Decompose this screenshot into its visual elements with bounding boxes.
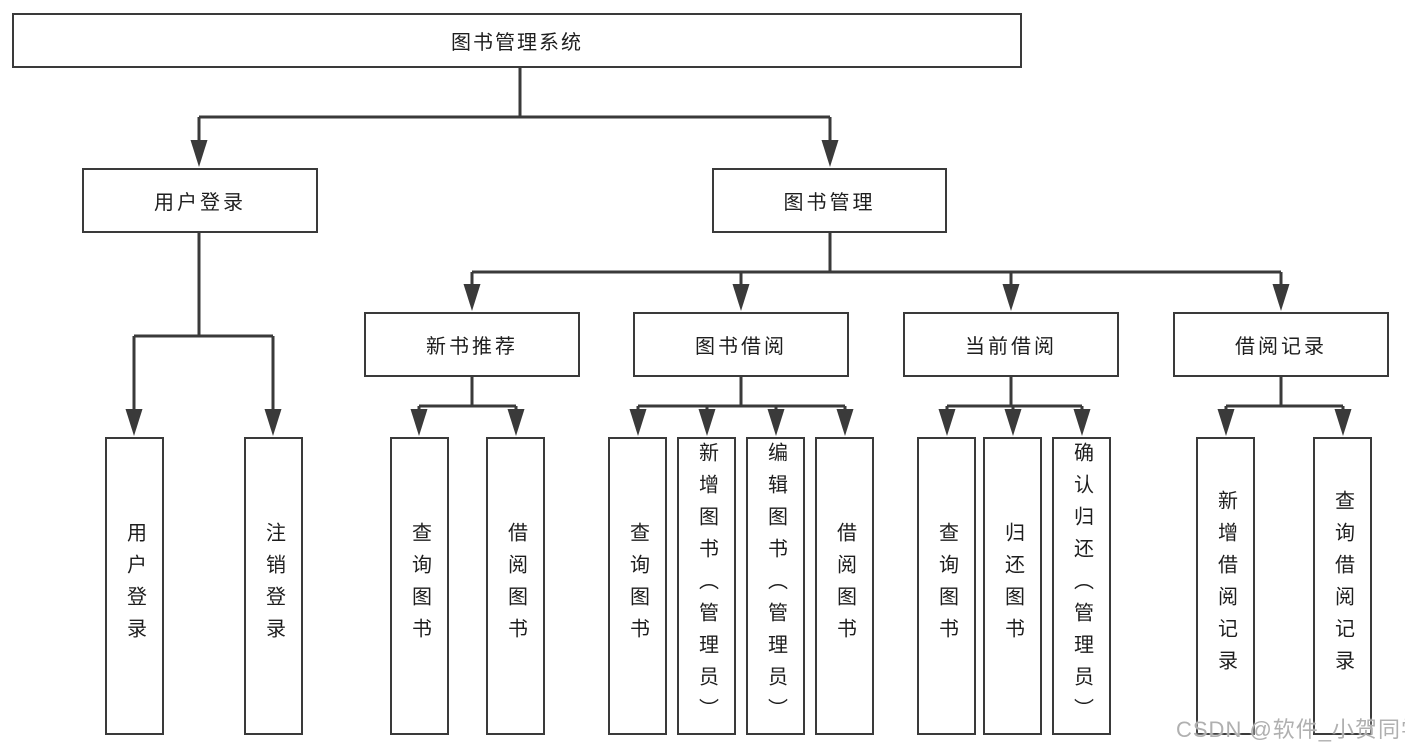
node-current-query-books-label: 查询图书	[935, 522, 958, 650]
node-new-book-recommendation-label: 新书推荐	[426, 336, 518, 358]
node-user-login-leaf-label: 用户登录	[123, 522, 146, 650]
node-user-login-leaf: 用户登录	[105, 437, 164, 735]
node-borrow-query-books-label: 查询图书	[626, 522, 649, 650]
node-user-login: 用户登录	[82, 168, 318, 233]
node-user-login-label: 用户登录	[154, 192, 246, 214]
node-borrow-edit-book-admin-label: 编辑图书（管理员）	[764, 442, 787, 730]
node-borrow-query-books: 查询图书	[608, 437, 667, 735]
node-newbook-borrow-books: 借阅图书	[486, 437, 545, 735]
node-borrowing-records-label: 借阅记录	[1235, 336, 1327, 358]
node-newbook-query-books: 查询图书	[390, 437, 449, 735]
node-records-query-record-label: 查询借阅记录	[1331, 490, 1354, 682]
node-borrow-edit-book-admin: 编辑图书（管理员）	[746, 437, 805, 735]
node-current-confirm-return-admin: 确认归还（管理员）	[1052, 437, 1111, 735]
watermark-text: CSDN @软件_小贺同学	[1176, 717, 1405, 742]
connector-root-to-level2	[190, 67, 839, 167]
node-records-add-record-label: 新增借阅记录	[1214, 490, 1237, 682]
node-book-management-label: 图书管理	[783, 192, 876, 214]
node-current-borrowing: 当前借阅	[903, 312, 1119, 377]
node-borrow-add-book-admin-label: 新增图书（管理员）	[695, 442, 718, 730]
node-records-query-record: 查询借阅记录	[1313, 437, 1372, 735]
node-newbook-borrow-books-label: 借阅图书	[504, 522, 527, 650]
node-logout-label: 注销登录	[262, 522, 285, 650]
connector-borrowing-records-to-leaves	[1217, 377, 1352, 436]
connector-user-login-to-leaves	[125, 233, 282, 436]
node-book-borrowing-label: 图书借阅	[695, 336, 787, 358]
connector-book-borrowing-to-leaves	[629, 377, 854, 436]
node-book-borrowing: 图书借阅	[633, 312, 849, 377]
node-book-management: 图书管理	[712, 168, 947, 233]
node-current-query-books: 查询图书	[917, 437, 976, 735]
node-logout: 注销登录	[244, 437, 303, 735]
node-current-return-books: 归还图书	[983, 437, 1042, 735]
node-newbook-query-books-label: 查询图书	[408, 522, 431, 650]
node-library-management-system: 图书管理系统	[12, 13, 1022, 68]
node-current-return-books-label: 归还图书	[1001, 522, 1024, 650]
node-new-book-recommendation: 新书推荐	[364, 312, 580, 377]
node-borrow-borrow-books-label: 借阅图书	[833, 522, 856, 650]
node-borrow-add-book-admin: 新增图书（管理员）	[677, 437, 736, 735]
connector-current-borrowing-to-leaves	[938, 377, 1091, 436]
node-current-confirm-return-admin-label: 确认归还（管理员）	[1070, 442, 1093, 730]
node-records-add-record: 新增借阅记录	[1196, 437, 1255, 735]
connector-book-management-to-level3	[463, 233, 1290, 311]
node-borrowing-records: 借阅记录	[1173, 312, 1389, 377]
node-library-management-system-label: 图书管理系统	[451, 32, 583, 54]
node-current-borrowing-label: 当前借阅	[965, 336, 1057, 358]
node-borrow-borrow-books: 借阅图书	[815, 437, 874, 735]
connector-new-book-to-leaves	[410, 377, 525, 436]
